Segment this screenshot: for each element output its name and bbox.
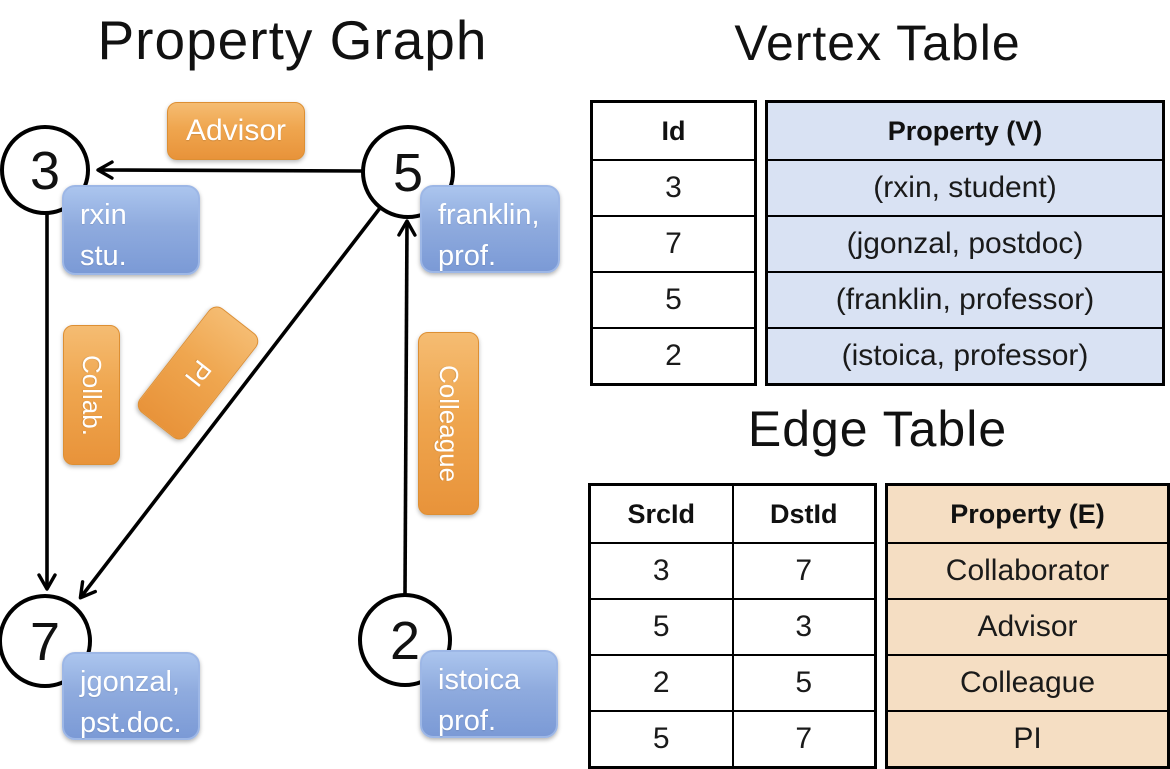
table-row: 5 7 bbox=[588, 710, 877, 769]
vertex-property-header: Property (V) bbox=[765, 100, 1165, 161]
table-row: 5 bbox=[590, 271, 757, 329]
edge-label-colleague-text: Colleague bbox=[434, 364, 464, 483]
node-5-property-box: franklin, prof. bbox=[420, 185, 560, 273]
table-row: 3 bbox=[590, 159, 757, 217]
table-row: SrcId DstId bbox=[588, 483, 877, 544]
vertex-property-subtable: Property (V) (rxin, student) (jgonzal, p… bbox=[765, 100, 1165, 386]
node-5-id: 5 bbox=[393, 143, 423, 203]
node-5-property-line2: prof. bbox=[438, 240, 497, 273]
table-row: PI bbox=[885, 710, 1170, 769]
table-row: 3 7 bbox=[588, 542, 877, 600]
vertex-id-header: Id bbox=[590, 100, 757, 161]
vertex-id-subtable: Id 3 7 5 2 bbox=[590, 100, 757, 386]
edge-table-title: Edge Table bbox=[747, 401, 1008, 457]
table-row: (istoica, professor) bbox=[765, 327, 1165, 386]
vertex-table-title: Vertex Table bbox=[734, 15, 1021, 71]
edge-label-advisor: Advisor bbox=[167, 102, 305, 160]
edge-src-cell: 5 bbox=[588, 710, 734, 769]
table-row: 5 3 bbox=[588, 598, 877, 656]
node-3-property-line2: stu. bbox=[80, 240, 127, 273]
edge-dst-cell: 5 bbox=[731, 654, 877, 712]
table-row: (rxin, student) bbox=[765, 159, 1165, 217]
edge-src-cell: 2 bbox=[588, 654, 734, 712]
vertex-id-cell: 3 bbox=[590, 159, 757, 217]
vertex-id-cell: 7 bbox=[590, 215, 757, 273]
edge-table: SrcId DstId 3 7 5 3 2 5 5 7 Property (E)… bbox=[588, 483, 1170, 769]
edge-label-pi-text: PI bbox=[179, 354, 218, 393]
property-graph-diagram: 3 5 7 2 Advisor Collab. PI Colleague rxi… bbox=[0, 0, 585, 760]
node-7-id: 7 bbox=[30, 612, 60, 672]
vertex-table: Id 3 7 5 2 Property (V) (rxin, student) … bbox=[590, 100, 1165, 386]
node-2-property-line2: prof. bbox=[438, 705, 497, 738]
edge-property-cell: Collaborator bbox=[885, 542, 1170, 600]
vertex-property-cell: (jgonzal, postdoc) bbox=[765, 215, 1165, 273]
node-7-property-line1: jgonzal, bbox=[80, 666, 180, 698]
table-row: Id bbox=[590, 100, 757, 161]
property-graph-title: Property Graph bbox=[97, 9, 488, 71]
node-3-property-line1: rxin bbox=[80, 199, 127, 231]
edge-src-cell: 3 bbox=[588, 542, 734, 600]
edge-property-header: Property (E) bbox=[885, 483, 1170, 544]
vertex-property-cell: (istoica, professor) bbox=[765, 327, 1165, 386]
vertex-property-cell: (franklin, professor) bbox=[765, 271, 1165, 329]
table-row: Collaborator bbox=[885, 542, 1170, 600]
edge-dst-cell: 7 bbox=[731, 542, 877, 600]
edge-property-cell: Colleague bbox=[885, 654, 1170, 712]
edge-label-collab-text: Collab. bbox=[77, 354, 107, 436]
edge-property-subtable: Property (E) Collaborator Advisor Collea… bbox=[885, 483, 1170, 769]
table-row: Colleague bbox=[885, 654, 1170, 712]
vertex-id-cell: 2 bbox=[590, 327, 757, 386]
vertex-id-cell: 5 bbox=[590, 271, 757, 329]
edge-dst-cell: 3 bbox=[731, 598, 877, 656]
edge-ids-subtable: SrcId DstId 3 7 5 3 2 5 5 7 bbox=[588, 483, 877, 769]
edge-label-collab: Collab. bbox=[63, 325, 120, 465]
edge-colleague-2-to-5 bbox=[397, 219, 417, 595]
table-row: Advisor bbox=[885, 598, 1170, 656]
table-row: (franklin, professor) bbox=[765, 271, 1165, 329]
node-3-id: 3 bbox=[30, 141, 60, 201]
node-5-property-line1: franklin, bbox=[438, 199, 540, 231]
table-row: 2 5 bbox=[588, 654, 877, 712]
edge-dstid-header: DstId bbox=[731, 483, 877, 544]
edge-advisor-5-to-3 bbox=[96, 160, 364, 180]
node-2-property-line1: istoica bbox=[438, 664, 521, 696]
graph-canvas: 3 5 7 2 bbox=[0, 125, 455, 688]
edge-src-cell: 5 bbox=[588, 598, 734, 656]
table-row: Property (V) bbox=[765, 100, 1165, 161]
edge-dst-cell: 7 bbox=[731, 710, 877, 769]
table-row: Property (E) bbox=[885, 483, 1170, 544]
edge-property-cell: Advisor bbox=[885, 598, 1170, 656]
table-row: (jgonzal, postdoc) bbox=[765, 215, 1165, 273]
node-7-property-line2: pst.doc. bbox=[80, 707, 182, 740]
edge-label-advisor-text: Advisor bbox=[185, 114, 287, 147]
table-row: 2 bbox=[590, 327, 757, 386]
node-7-property-box: jgonzal, pst.doc. bbox=[62, 652, 200, 740]
edge-property-cell: PI bbox=[885, 710, 1170, 769]
node-2-property-box: istoica prof. bbox=[420, 650, 558, 738]
node-2-id: 2 bbox=[390, 611, 420, 671]
node-3-property-box: rxin stu. bbox=[62, 185, 200, 275]
edge-pi-5-to-7 bbox=[78, 206, 382, 600]
table-row: 7 bbox=[590, 215, 757, 273]
edge-srcid-header: SrcId bbox=[588, 483, 734, 544]
edge-label-colleague: Colleague bbox=[418, 332, 479, 515]
vertex-property-cell: (rxin, student) bbox=[765, 159, 1165, 217]
